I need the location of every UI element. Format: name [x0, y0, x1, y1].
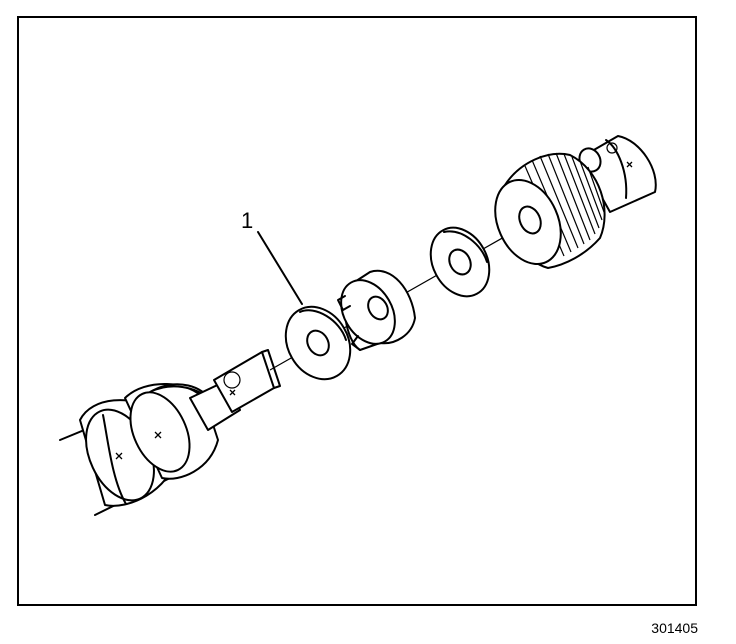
- washer-item-1: [284, 305, 352, 381]
- shaft-assembly: [59, 349, 281, 516]
- callout-1: 1: [241, 208, 303, 305]
- diagram-frame: [17, 16, 697, 606]
- flat-washer: [429, 226, 491, 298]
- figure-number: 301405: [651, 620, 698, 636]
- leader-line: [257, 231, 303, 305]
- callout-label: 1: [241, 208, 253, 233]
- notched-bushing: [337, 269, 416, 351]
- gear-assembly: [494, 135, 657, 269]
